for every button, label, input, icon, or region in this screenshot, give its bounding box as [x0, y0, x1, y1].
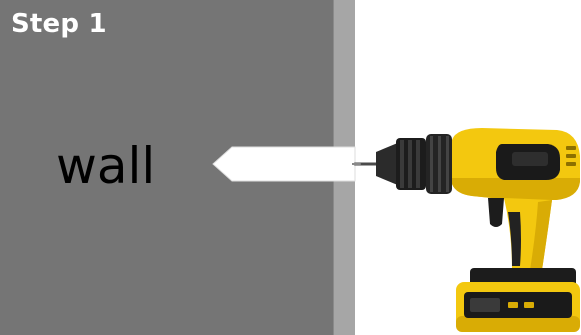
drill-icon — [352, 120, 581, 335]
